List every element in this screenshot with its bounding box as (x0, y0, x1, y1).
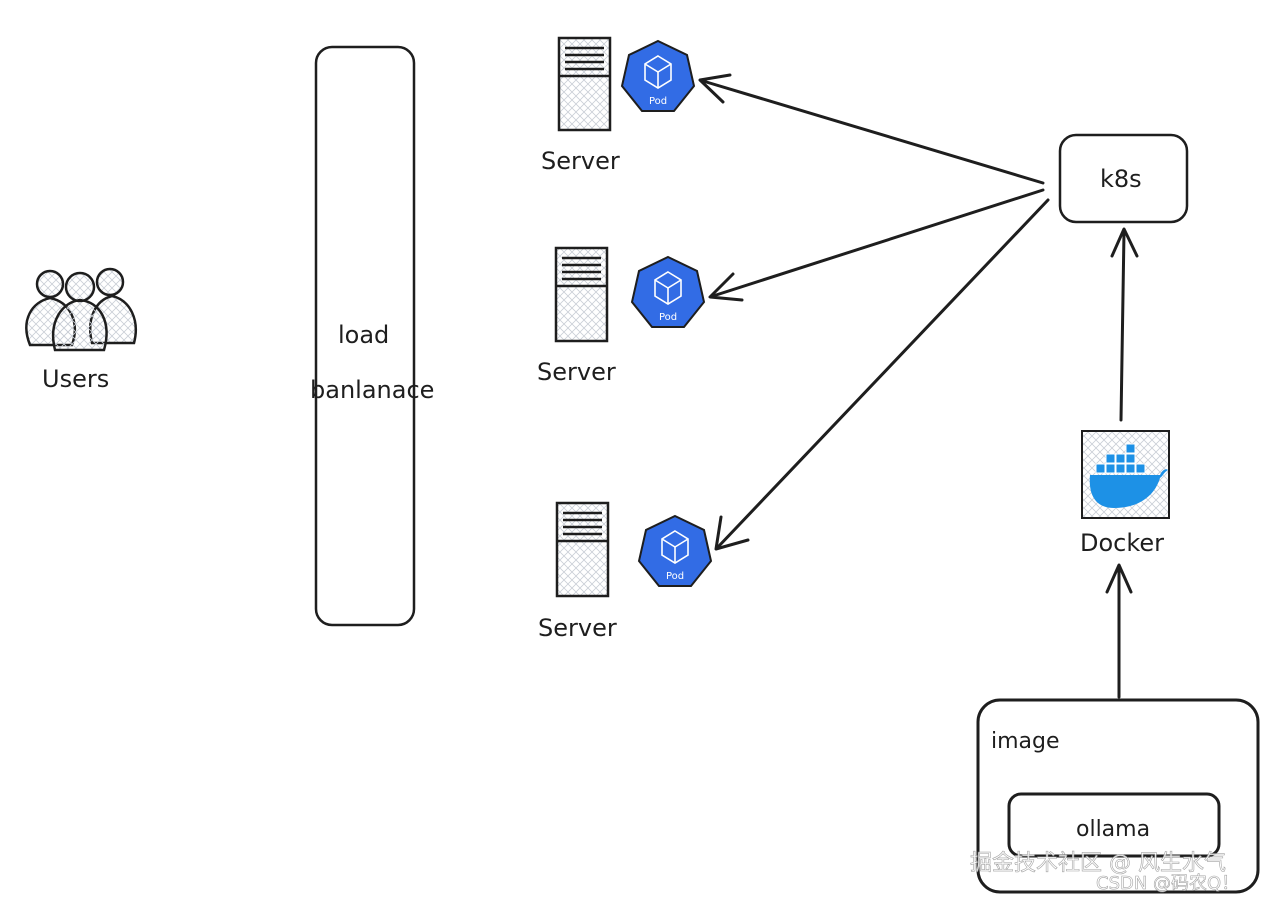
arrowhead (714, 515, 750, 551)
server-icon (557, 36, 612, 132)
arrow-k8s-to-pod-3 (716, 198, 1050, 549)
watermark-line1: 掘金技术社区 @ 风生水气 (970, 851, 1226, 876)
kubernetes-pod-icon: Pod (620, 39, 696, 112)
users-label: Users (42, 365, 109, 393)
server-1-label: Server (541, 147, 620, 175)
arrowhead (708, 272, 744, 302)
load-balancer-box (314, 45, 416, 627)
server-2-label: Server (537, 358, 616, 386)
pod-3-label: Pod (666, 571, 684, 582)
arrowhead (698, 73, 732, 104)
arrow-docker-to-k8s (1119, 230, 1126, 422)
image-label: image (991, 729, 1060, 754)
kubernetes-pod-icon: Pod (630, 255, 706, 328)
users-icon (25, 267, 137, 352)
pod-2-label: Pod (659, 312, 677, 323)
image-box (976, 698, 1260, 894)
server-3-label: Server (538, 614, 617, 642)
load-balancer-label-line2: banlanace (310, 376, 434, 404)
docker-whale-icon (1081, 430, 1170, 519)
arrow-k8s-to-pod-2 (711, 188, 1045, 298)
arrowhead (1105, 563, 1133, 594)
server-icon (554, 246, 609, 343)
watermark-line2: CSDN @码农Q！ (1096, 873, 1239, 894)
pod-1-label: Pod (649, 96, 667, 107)
kubernetes-pod-icon: Pod (637, 514, 713, 587)
arrowhead (1110, 227, 1139, 258)
load-balancer-label-line1: load (338, 321, 389, 349)
arrow-k8s-to-pod-1 (701, 79, 1045, 185)
ollama-label: ollama (1076, 817, 1150, 842)
k8s-label: k8s (1100, 165, 1142, 193)
server-icon (555, 501, 610, 598)
k8s-box (1058, 133, 1189, 224)
ollama-box (1007, 792, 1221, 858)
docker-label: Docker (1080, 529, 1164, 557)
